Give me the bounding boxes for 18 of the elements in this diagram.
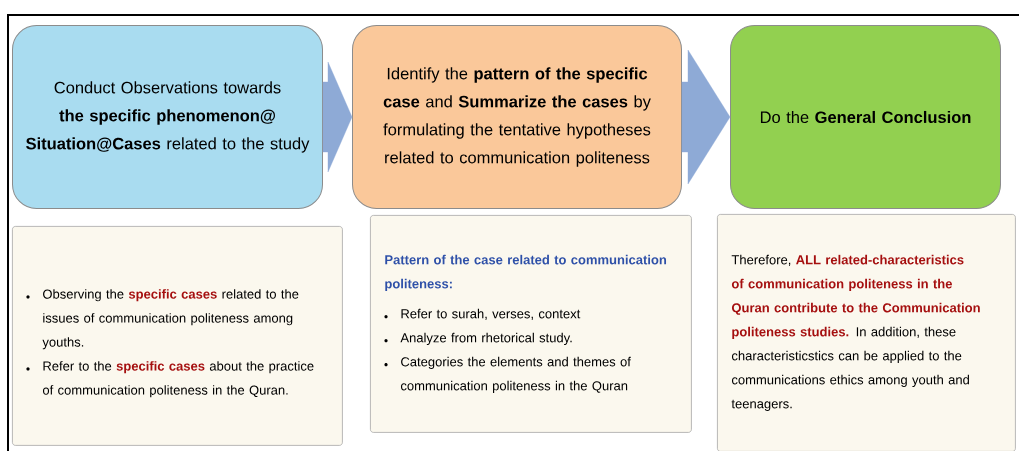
bullet-item: Refer to the specific cases about the practice of communication politeness in the Quran.: [26, 361, 314, 398]
box-text: Identify the pattern of the specific case and Summarize the cases by formulating the tentative hypotheses related to communication politeness: [383, 67, 651, 167]
bullet-item: Categories the elements and themes of communication politeness in the Quran: [384, 356, 631, 393]
block-arrow: [681, 49, 731, 185]
text-box: [717, 214, 1016, 451]
block-arrow: [322, 61, 353, 173]
box-text: Do the General Conclusion: [760, 110, 971, 124]
bullet-item: Observing the specific cases related to the issues of communication politeness among youths.: [26, 289, 299, 350]
bullet-list-box: [370, 215, 692, 433]
heading: Pattern of the case related to communication politeness:: [385, 254, 666, 291]
paragraph: Therefore, ALL related-characteristics of communication politeness in the Quran contribute to the Communication politeness studies. In addition, these characteristicstics can be applied to the communications ethics among youth and teenagers.: [731, 254, 980, 411]
bullet-item: Analyze from rhetorical study.: [384, 332, 572, 345]
box-text: Conduct Observations towards the specific phenomenon@ Situation@Cases related to the study: [26, 81, 310, 153]
bullet-list-box: [12, 226, 343, 446]
process-box: [352, 25, 682, 209]
bullet-item: Refer to surah, verses, context: [384, 308, 581, 320]
process-box: [12, 25, 323, 209]
process-box: [730, 25, 1001, 209]
